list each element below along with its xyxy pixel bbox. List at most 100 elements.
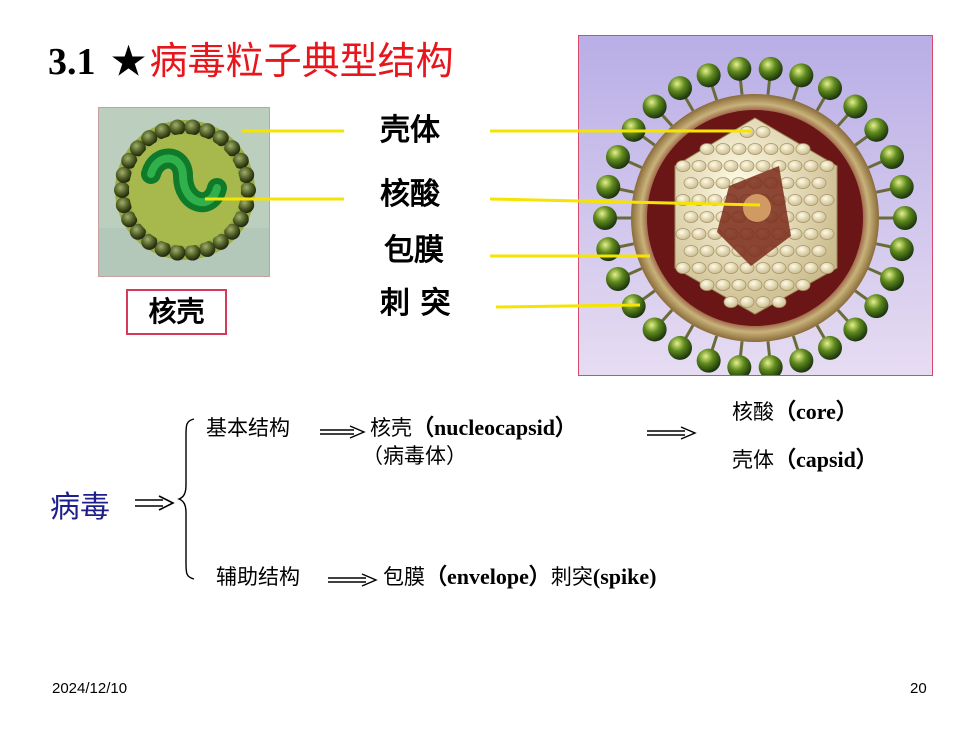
capsomere-unit: [731, 143, 747, 155]
auxiliary-arrow-icon: [328, 573, 378, 587]
capsomere-unit: [675, 262, 691, 274]
capsomere-bead: [114, 182, 130, 198]
auxiliary-structure-label: 辅助结构: [216, 565, 300, 589]
envelope-spike-item: 包膜（envelope）刺突(spike): [383, 563, 656, 591]
capsomere-unit: [795, 279, 811, 291]
capsomere-unit: [699, 211, 715, 223]
spike-knob: [818, 335, 842, 360]
label-spike: 刺 突: [380, 286, 451, 321]
capsomere-unit: [675, 228, 691, 240]
capsomere-unit: [747, 279, 763, 291]
spike-knob: [621, 117, 646, 142]
spike-knob: [621, 294, 646, 319]
capsomere-unit: [699, 177, 715, 189]
nucleocapsid-arrow-icon: [647, 426, 697, 440]
capsomere-bead: [232, 211, 249, 228]
capsomere-bead: [121, 152, 138, 169]
spike-knob: [818, 76, 842, 101]
capsomere-unit: [739, 126, 755, 138]
envelope-en: （envelope）: [425, 564, 551, 589]
capsomere-unit: [675, 194, 691, 206]
capsomere-unit: [715, 245, 731, 257]
capsomere-unit: [755, 296, 771, 308]
spike-knob: [605, 144, 630, 169]
capsomere-unit: [795, 211, 811, 223]
capsomere-unit: [715, 279, 731, 291]
spike-knob: [668, 76, 692, 101]
capsomere-unit: [715, 143, 731, 155]
enveloped-virus-drawing: [579, 36, 932, 375]
page-number: 20: [910, 680, 927, 697]
capsomere-unit: [707, 194, 723, 206]
label-envelope: 包膜: [384, 233, 444, 268]
capsomere-unit: [787, 194, 803, 206]
capsomere-unit: [819, 160, 835, 172]
capsomere-unit: [803, 262, 819, 274]
tree-root-virus: 病毒: [50, 490, 110, 525]
capsomere-unit: [691, 262, 707, 274]
capsomere-unit: [739, 160, 755, 172]
capsomere-unit: [755, 262, 771, 274]
capsomere-bead: [199, 240, 216, 257]
label-nucleic-acid: 核酸: [380, 177, 440, 212]
spike-knob: [596, 174, 621, 199]
nucleic-acid-core: [743, 194, 771, 222]
capsomere-unit: [675, 160, 691, 172]
spike-knob: [758, 355, 783, 375]
capsomere-bead: [224, 140, 241, 157]
spike-zh: 刺突: [550, 565, 593, 589]
capsomere-bead: [154, 240, 171, 257]
spike-knob: [642, 94, 667, 119]
core-en: （core）: [774, 399, 858, 424]
capsomere-unit: [707, 262, 723, 274]
capsomere-unit: [779, 143, 795, 155]
spike-knob: [889, 174, 914, 199]
capsomere-unit: [723, 262, 739, 274]
capsomere-bead: [169, 119, 186, 136]
spike-knob: [696, 348, 721, 373]
capsomere-ring: [114, 119, 256, 261]
capsomere-bead: [238, 197, 255, 214]
capsomere-bead: [169, 244, 186, 261]
capsomere-unit: [795, 143, 811, 155]
capsomere-unit: [787, 160, 803, 172]
capsomere-bead: [141, 233, 158, 250]
spike-knob: [642, 317, 667, 342]
capsomere-unit: [811, 211, 827, 223]
spike-knob: [596, 237, 621, 262]
capsomere-unit: [723, 296, 739, 308]
capsomere-unit: [763, 143, 779, 155]
spike-knob: [893, 206, 917, 230]
capsomere-bead: [238, 166, 255, 183]
capsomere-bead: [184, 244, 201, 261]
spike-knob: [696, 63, 721, 88]
capsid-zh: 壳体: [732, 448, 774, 472]
envelope-zh: 包膜: [383, 565, 425, 589]
capsomere-unit: [787, 262, 803, 274]
label-capsid: 壳体: [380, 113, 440, 148]
spike-knob: [593, 206, 617, 230]
capsomere-unit: [699, 245, 715, 257]
capsid-item: 壳体（capsid）: [732, 446, 878, 474]
capsomere-bead: [129, 223, 146, 240]
capsomere-unit: [755, 126, 771, 138]
capsomere-unit: [819, 194, 835, 206]
capsomere-bead: [212, 233, 229, 250]
spike-knob: [668, 335, 692, 360]
core-zh: 核酸: [732, 400, 774, 424]
slide-title: 3.1★病毒粒子典型结构: [48, 38, 454, 85]
capsomere-unit: [803, 228, 819, 240]
spike-knob: [727, 355, 752, 375]
spike-knob: [864, 294, 889, 319]
capsomere-unit: [699, 279, 715, 291]
capsomere-unit: [715, 177, 731, 189]
capsomere-unit: [731, 279, 747, 291]
capsomere-unit: [691, 228, 707, 240]
nucleocapsid-caption: 核壳: [126, 289, 227, 335]
tree-brace: [177, 418, 195, 580]
nucleocapsid-zh: 核壳: [370, 416, 412, 440]
basic-structure-label: 基本结构: [206, 416, 290, 440]
section-number: 3.1: [48, 41, 96, 83]
capsomere-unit: [771, 262, 787, 274]
capsomere-bead: [115, 166, 132, 183]
